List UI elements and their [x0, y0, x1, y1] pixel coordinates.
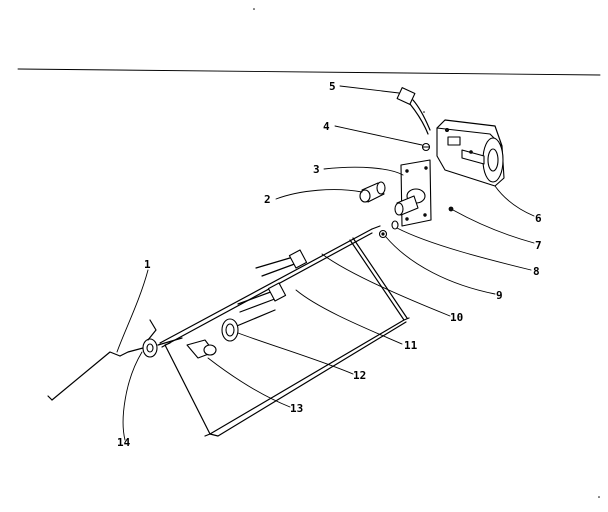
callout-numbers: 1 2 3 4 5 6 7 8 9 10 11 12 13 14	[117, 80, 542, 449]
callout-12: 12	[353, 369, 366, 382]
part-7-screw	[448, 206, 454, 212]
callout-13: 13	[290, 402, 303, 415]
callout-5: 5	[329, 80, 336, 93]
callout-1: 1	[144, 258, 151, 271]
leader-1	[116, 269, 149, 353]
leader-4	[334, 125, 423, 146]
leader-5	[339, 85, 400, 94]
part-3-bracket	[394, 159, 432, 227]
leader-14	[122, 351, 143, 441]
part-13-clamp	[186, 339, 217, 359]
part-2-bushing	[359, 181, 386, 203]
part-11-rotisserie-stand	[164, 237, 410, 437]
part-6-motor	[436, 119, 505, 187]
speck	[598, 496, 600, 498]
callout-2: 2	[264, 193, 271, 206]
callout-3: 3	[313, 163, 320, 176]
callout-14: 14	[117, 436, 131, 449]
leader-12	[237, 332, 354, 375]
part-10-spit-rod	[159, 225, 381, 348]
leader-7	[452, 209, 535, 244]
callout-4: 4	[323, 120, 330, 133]
leader-2	[275, 189, 363, 200]
callout-9: 9	[496, 289, 503, 302]
part-4-screw	[421, 142, 431, 152]
speck	[253, 8, 255, 10]
callout-8: 8	[533, 265, 540, 278]
callout-10: 10	[450, 311, 463, 324]
leader-10	[321, 253, 451, 317]
leader-lines	[116, 85, 535, 441]
leader-9	[385, 236, 496, 295]
leader-6	[494, 185, 535, 217]
part-9-nut	[378, 229, 388, 239]
leader-3	[323, 166, 404, 176]
part-12-skewer-disk	[221, 309, 276, 342]
part-5-cord-plug	[396, 87, 431, 135]
callout-11: 11	[404, 339, 418, 352]
part-8-washer	[391, 220, 399, 230]
part-14-handle-crank	[47, 319, 183, 401]
speck	[423, 111, 425, 113]
leader-11	[295, 289, 403, 345]
callout-7: 7	[535, 239, 542, 252]
top-separator-line	[17, 68, 601, 76]
callout-6: 6	[535, 212, 542, 225]
leader-13	[207, 357, 291, 408]
leader-8	[396, 227, 532, 271]
